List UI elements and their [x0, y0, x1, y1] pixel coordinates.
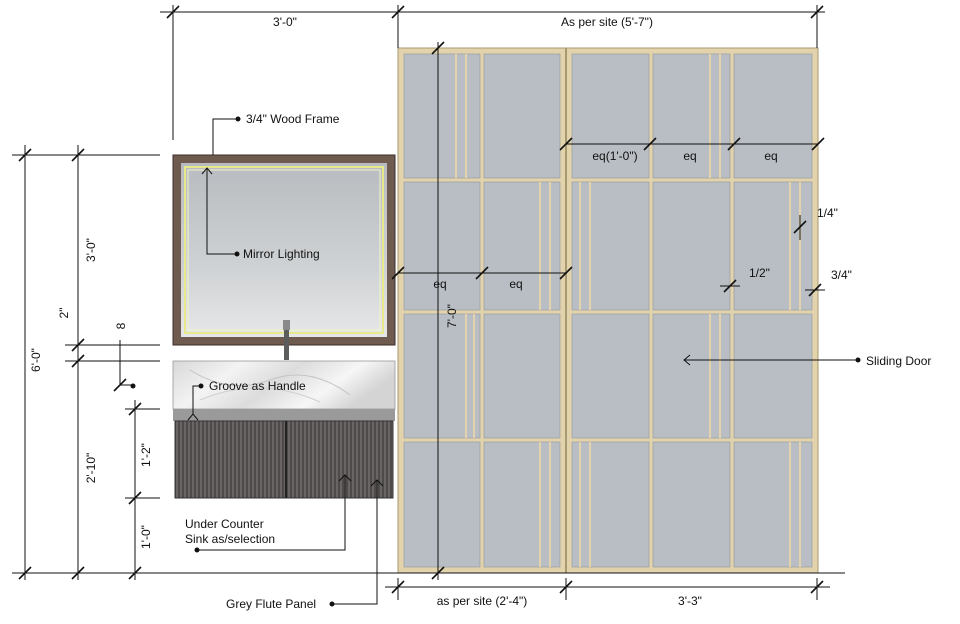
glass-pane — [652, 53, 731, 179]
marble-counter — [172, 360, 396, 410]
glass-pane — [403, 441, 481, 568]
label-groove-handle: Groove as Handle — [209, 379, 306, 393]
glass-pane — [403, 181, 481, 311]
glass-pane — [483, 53, 561, 179]
label-sink-line1: Under Counter — [185, 517, 264, 531]
vanity — [172, 360, 396, 499]
glass-pane — [733, 313, 813, 439]
glass-pane — [403, 313, 481, 439]
flute-panel — [174, 420, 394, 499]
mirror-glass — [181, 163, 387, 337]
dimension-ticks — [18, 5, 825, 594]
glass-pane — [483, 181, 561, 311]
glass-pane — [652, 441, 731, 568]
leader-dots — [130, 116, 861, 607]
glass-pane — [652, 313, 731, 439]
dim-overall-height: 6'-0" — [29, 348, 43, 372]
dim-right-eq-1: eq(1'-0") — [592, 149, 637, 163]
label-sink-line2: Sink as/selection — [185, 532, 275, 546]
glass-pane — [652, 181, 731, 311]
dim-bottom-right: 3'-3" — [678, 594, 702, 608]
glass-pane — [403, 53, 481, 179]
dim-mirror-height: 3'-0" — [84, 238, 98, 262]
label-mirror-lighting: Mirror Lighting — [243, 247, 320, 261]
faucet — [283, 320, 290, 360]
dim-left-eq-1: eq — [433, 277, 446, 291]
label-flute-panel: Grey Flute Panel — [226, 597, 316, 611]
dim-counter: 8 — [114, 322, 128, 329]
dim-right-eq-2: eq — [683, 149, 696, 163]
glass-pane — [483, 313, 561, 439]
counter-edge — [173, 409, 395, 421]
dim-top-right: As per site (5'-7") — [561, 15, 653, 29]
dim-cabinet-height: 1'-2" — [139, 443, 153, 467]
dim-toe-height: 1'-0" — [139, 525, 153, 549]
dim-vanity-height: 2'-10" — [84, 453, 98, 484]
leader-lines — [187, 118, 858, 605]
dim-door-height: 7'-0" — [445, 304, 459, 328]
dim-bottom-left: as per site (2'-4") — [437, 594, 528, 608]
glass-pane — [571, 181, 650, 311]
dim-gap: 2" — [57, 308, 71, 319]
glass-pane — [571, 441, 650, 568]
sliding-door — [397, 47, 819, 574]
mirror — [172, 154, 396, 346]
dim-left-eq-2: eq — [509, 277, 522, 291]
glass-pane — [733, 53, 813, 179]
dimension-lines — [12, 5, 845, 600]
dim-three-quarter: 3/4" — [831, 268, 852, 282]
glass-pane — [571, 313, 650, 439]
dim-quarter: 1/4" — [817, 206, 838, 220]
dim-half: 1/2" — [749, 266, 770, 280]
label-sliding-door: Sliding Door — [866, 354, 931, 368]
label-wood-frame: 3/4" Wood Frame — [246, 112, 340, 126]
dim-right-eq-3: eq — [764, 149, 777, 163]
glass-pane — [571, 53, 650, 179]
labels: 3'-0" As per site (5'-7") as per site (2… — [29, 15, 931, 611]
dim-top-left: 3'-0" — [273, 15, 297, 29]
glass-pane — [483, 441, 561, 568]
